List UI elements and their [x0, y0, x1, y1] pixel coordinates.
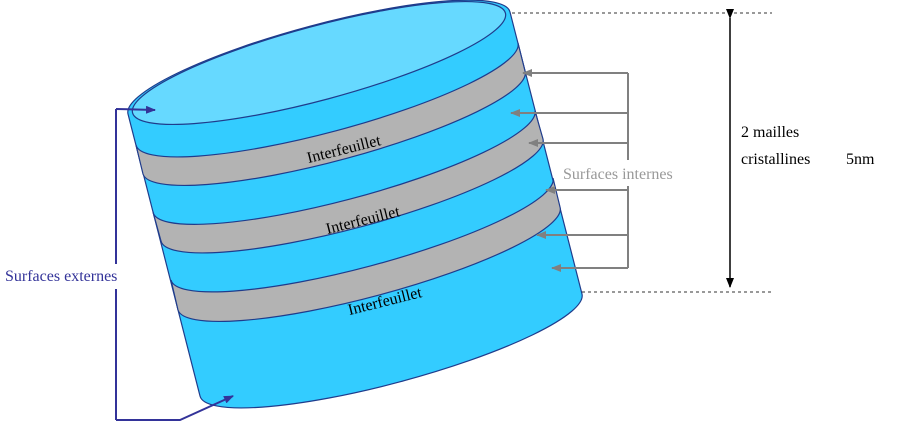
dimension-line1: 2 mailles	[741, 124, 799, 141]
external-surfaces-label: Surfaces externes	[5, 268, 117, 285]
external-surface-arrows	[115, 105, 234, 421]
internal-label-backdrop	[560, 160, 716, 186]
dimension-line2: cristallines	[741, 151, 810, 168]
interlayer-band-3	[170, 177, 561, 323]
dimension-value: 5nm	[846, 151, 875, 168]
cylinder-top-face	[131, 0, 507, 126]
internal-surfaces-label: Surfaces internes	[563, 166, 673, 183]
interlayer-band-2	[152, 110, 544, 254]
internal-surface-arrows	[510, 69, 629, 272]
